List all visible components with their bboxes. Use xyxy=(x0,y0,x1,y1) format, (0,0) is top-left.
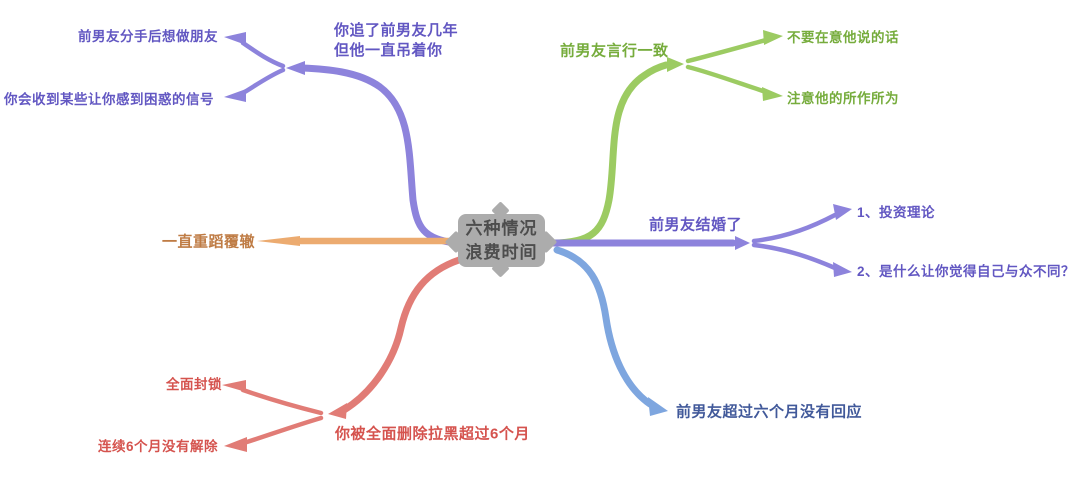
branch-label-words-match-actions[interactable]: 前男友言行一致 xyxy=(560,42,669,60)
branch-label-no-response[interactable]: 前男友超过六个月没有回应 xyxy=(676,403,863,421)
subnode-investment-theory[interactable]: 1、投资理论 xyxy=(857,205,936,220)
subbranch-tip-confusing-signals xyxy=(224,89,246,102)
root-topic-line2: 浪费时间 xyxy=(465,242,538,262)
subbranch-line-six-months-not-lifted xyxy=(241,415,324,446)
subbranch-line-friends-after-breakup xyxy=(240,40,286,69)
subnode-watch-actions[interactable]: 注意他的所作所为 xyxy=(787,91,899,106)
subbranch-tip-total-block xyxy=(222,380,246,392)
branch-tip-fully-blocked xyxy=(328,403,347,419)
branch-label-pursued-ex[interactable]: 你追了前男友几年 但他一直吊着你 xyxy=(334,21,458,62)
branch-tip-no-response xyxy=(648,397,668,416)
subbranch-tip-friends-after-breakup xyxy=(224,32,246,45)
subbranch-line-ignore-words xyxy=(685,37,769,64)
branch-line-fully-blocked xyxy=(340,256,463,414)
branch-label-ex-married[interactable]: 前男友结婚了 xyxy=(649,216,743,234)
subbranch-tip-what-makes-you-different xyxy=(833,262,852,277)
subbranch-tip-six-months-not-lifted xyxy=(224,437,247,452)
subbranch-tip-watch-actions xyxy=(762,87,783,101)
root-topic-node[interactable]: 六种情况 浪费时间 xyxy=(458,214,545,267)
branch-tip-ex-married xyxy=(735,236,750,250)
branch-label-pursued-ex-line2: 但他一直吊着你 xyxy=(334,42,443,59)
branch-line-pursued-ex xyxy=(298,64,459,247)
branch-tip-repeat-mistakes xyxy=(257,236,300,246)
subbranch-line-investment-theory xyxy=(751,212,838,244)
subbranch-line-total-block xyxy=(240,387,324,416)
subnode-total-block[interactable]: 全面封锁 xyxy=(166,377,222,392)
branch-line-no-response xyxy=(553,246,654,408)
subbranch-tip-investment-theory xyxy=(833,204,852,220)
subnode-what-makes-you-different[interactable]: 2、是什么让你觉得自己与众不同？ xyxy=(857,264,1076,279)
branch-tip-words-match-actions xyxy=(667,57,684,72)
subbranch-line-watch-actions xyxy=(685,64,769,95)
branch-tip-pursued-ex xyxy=(286,61,305,75)
subbranch-tip-ignore-words xyxy=(763,30,783,45)
subnode-ignore-words[interactable]: 不要在意他说的话 xyxy=(787,30,899,45)
branch-label-repeat-mistakes[interactable]: 一直重蹈覆辙 xyxy=(161,233,255,251)
root-topic-line1: 六种情况 xyxy=(465,218,538,238)
subnode-confusing-signals[interactable]: 你会收到某些让你感到困惑的信号 xyxy=(4,92,214,107)
branch-label-fully-blocked[interactable]: 你被全面删除拉黑超过6个月 xyxy=(335,425,530,443)
subbranch-line-confusing-signals xyxy=(240,67,286,96)
branch-line-words-match-actions xyxy=(549,61,670,247)
branch-label-pursued-ex-line1: 你追了前男友几年 xyxy=(334,21,459,39)
subbranch-line-what-makes-you-different xyxy=(751,242,838,271)
subnode-friends-after-breakup[interactable]: 前男友分手后想做朋友 xyxy=(78,29,218,44)
subnode-six-months-not-lifted[interactable]: 连续6个月没有解除 xyxy=(97,439,218,454)
